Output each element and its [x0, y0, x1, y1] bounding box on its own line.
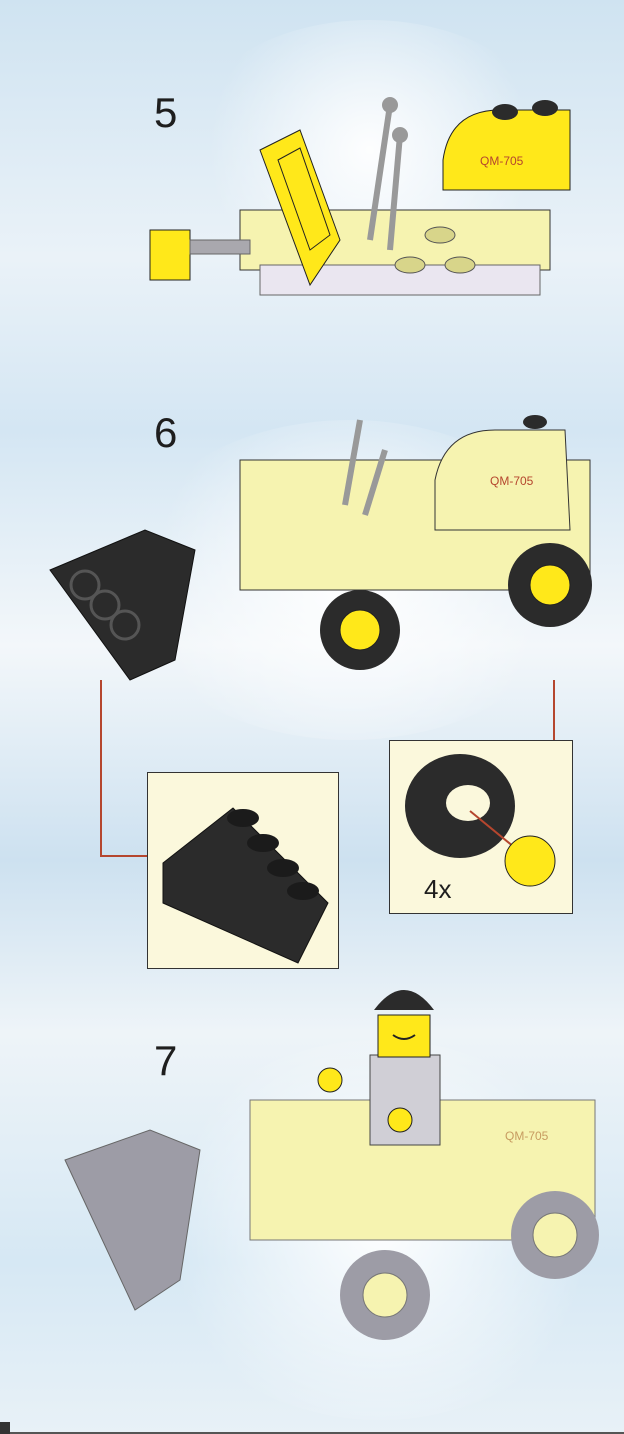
page-bottom-edge [0, 1432, 624, 1434]
slope-brick-callout [147, 772, 339, 969]
wheel-icon [405, 754, 556, 887]
step-number-5: 5 [154, 89, 178, 136]
step-number-7: 7 [154, 1037, 178, 1084]
step-6-model: QM-705 [49, 415, 592, 681]
wheel-callout: 4x [389, 740, 573, 914]
svg-text:QM-705: QM-705 [505, 1129, 549, 1143]
callout-arrow [553, 680, 555, 740]
quantity-label: 4x [424, 874, 452, 904]
step-number-6: 6 [154, 409, 178, 456]
step-7-model: QM-705 [64, 990, 599, 1340]
svg-text:QM-705: QM-705 [490, 474, 534, 488]
callout-arrow [100, 855, 148, 857]
step-5-model: QM-705 [149, 97, 571, 296]
scan-corner-mark [0, 1422, 10, 1434]
callout-arrow [100, 680, 102, 855]
svg-text:QM-705: QM-705 [480, 154, 524, 168]
slope-brick-icon [162, 807, 329, 964]
